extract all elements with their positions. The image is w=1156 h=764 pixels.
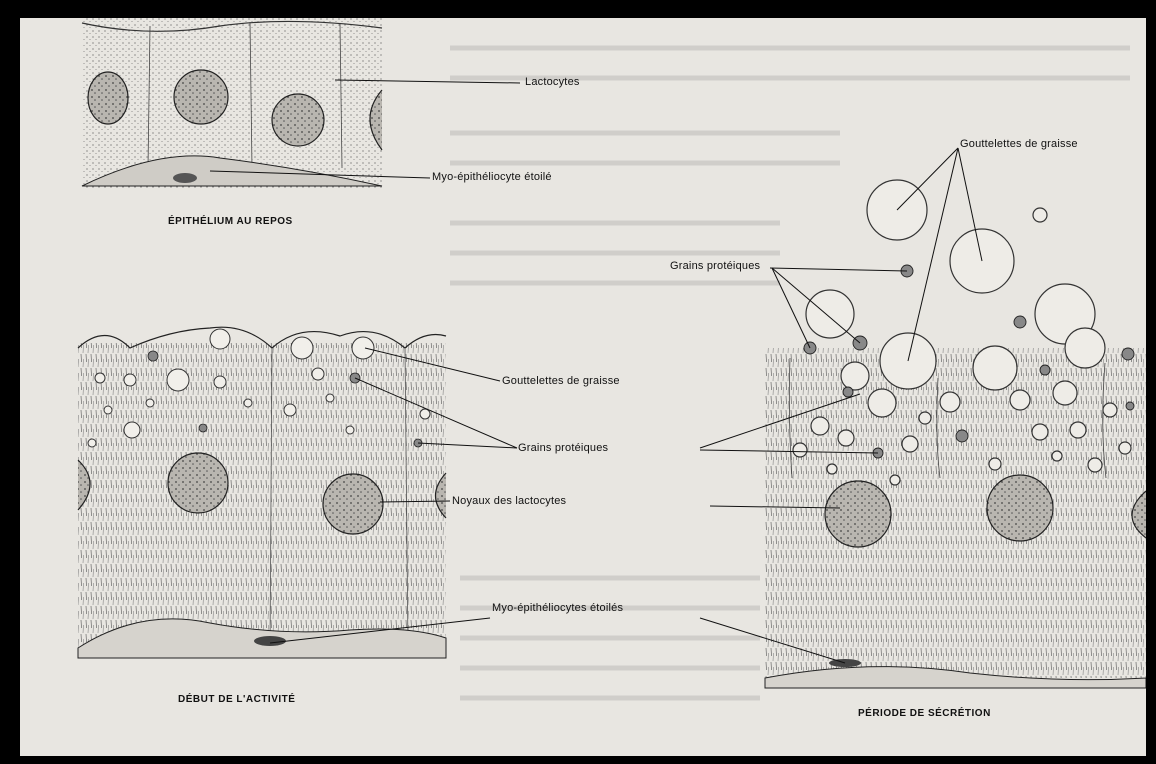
caption-secretion: PÉRIODE DE SÉCRÉTION bbox=[858, 708, 991, 719]
label-myo-epitheliocytes: Myo-épithéliocytes étoilés bbox=[492, 602, 623, 614]
label-gouttelettes-debut: Gouttelettes de graisse bbox=[502, 375, 620, 387]
caption-debut: DÉBUT DE L'ACTIVITÉ bbox=[178, 694, 295, 705]
label-grains-debut: Grains protéiques bbox=[518, 442, 608, 454]
epithelium-debut bbox=[78, 327, 446, 658]
figure-panel: Lactocytes Myo-épithéliocyte étoilé Gout… bbox=[20, 18, 1146, 756]
label-grains-secretion: Grains protéiques bbox=[670, 260, 760, 272]
label-noyaux: Noyaux des lactocytes bbox=[452, 495, 566, 507]
label-myo-epitheliocyte: Myo-épithéliocyte étoilé bbox=[432, 171, 552, 183]
histology-drawing bbox=[20, 18, 1146, 756]
epithelium-secretion bbox=[765, 180, 1146, 688]
caption-repos: ÉPITHÉLIUM AU REPOS bbox=[168, 216, 293, 227]
label-gouttelettes-secretion: Gouttelettes de graisse bbox=[960, 138, 1078, 150]
label-lactocytes: Lactocytes bbox=[525, 76, 580, 88]
epithelium-repos bbox=[82, 18, 382, 188]
